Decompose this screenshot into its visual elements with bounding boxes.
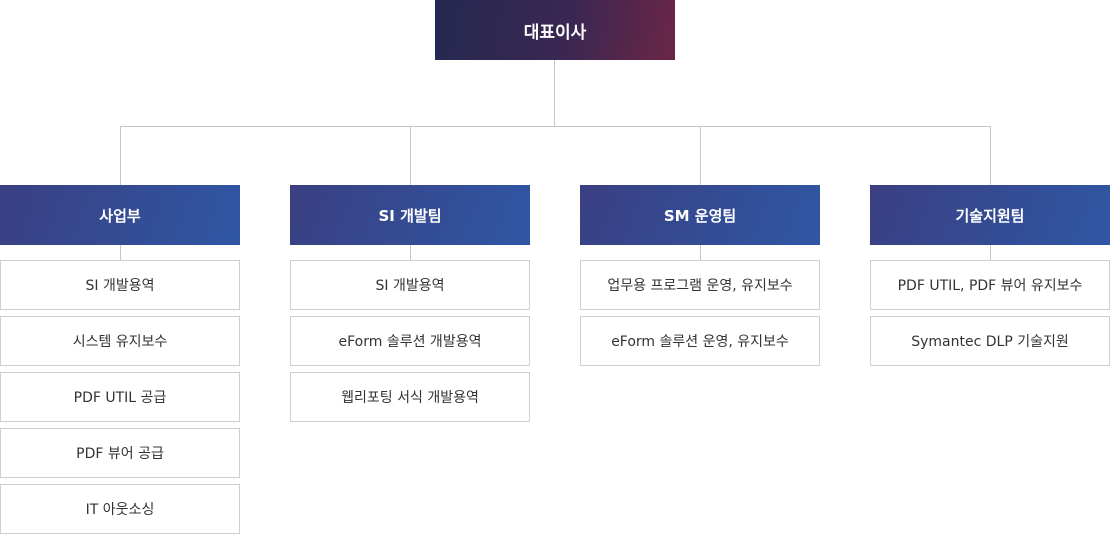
item-connector-line xyxy=(700,245,701,260)
dept-tech-support: 기술지원팀 xyxy=(870,185,1110,245)
dept-connector-line xyxy=(700,126,701,185)
dept-sales: 사업부 xyxy=(0,185,240,245)
duty-item: 업무용 프로그램 운영, 유지보수 xyxy=(580,260,820,310)
dept-connector-line xyxy=(120,126,121,185)
dept-connector-line xyxy=(410,126,411,185)
duty-item: PDF UTIL 공급 xyxy=(0,372,240,422)
duty-item: 시스템 유지보수 xyxy=(0,316,240,366)
duty-item: PDF 뷰어 공급 xyxy=(0,428,240,478)
item-connector-line xyxy=(120,245,121,260)
ceo-box: 대표이사 xyxy=(435,0,675,60)
duty-item: SI 개발용역 xyxy=(0,260,240,310)
duty-item: eForm 솔루션 개발용역 xyxy=(290,316,530,366)
duty-item: SI 개발용역 xyxy=(290,260,530,310)
ceo-connector-line xyxy=(554,60,555,126)
dept-sm-ops: SM 운영팀 xyxy=(580,185,820,245)
duty-item: PDF UTIL, PDF 뷰어 유지보수 xyxy=(870,260,1110,310)
dept-connector-line xyxy=(990,126,991,185)
item-connector-line xyxy=(990,245,991,260)
duty-item: 웹리포팅 서식 개발용역 xyxy=(290,372,530,422)
dept-si-dev: SI 개발팀 xyxy=(290,185,530,245)
duty-item: Symantec DLP 기술지원 xyxy=(870,316,1110,366)
item-connector-line xyxy=(410,245,411,260)
horizontal-branch-line xyxy=(120,126,991,127)
duty-item: eForm 솔루션 운영, 유지보수 xyxy=(580,316,820,366)
duty-item: IT 아웃소싱 xyxy=(0,484,240,534)
